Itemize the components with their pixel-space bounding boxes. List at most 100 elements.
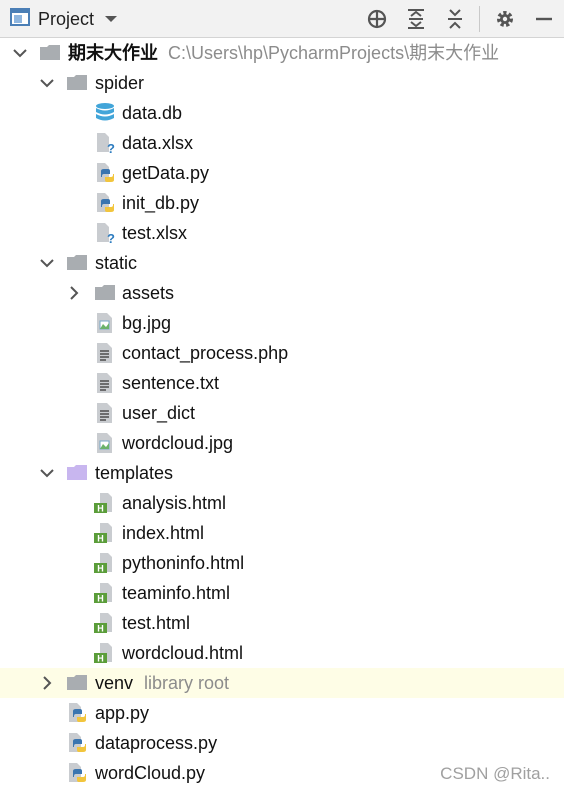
tree-file[interactable]: contact_process.php xyxy=(0,338,564,368)
folder-icon xyxy=(94,282,116,304)
tree-file[interactable]: H pythoninfo.html xyxy=(0,548,564,578)
svg-text:H: H xyxy=(97,564,104,574)
folder-icon xyxy=(39,42,61,64)
project-view-selector[interactable]: Project xyxy=(10,0,118,38)
html-file-icon: H xyxy=(94,492,116,514)
chevron-down-icon[interactable] xyxy=(12,38,28,68)
folder-icon xyxy=(66,672,88,694)
text-file-icon xyxy=(94,342,116,364)
tree-file[interactable]: sentence.txt xyxy=(0,368,564,398)
file-label: wordCloud.py xyxy=(95,763,206,783)
tree-file[interactable]: ? data.xlsx xyxy=(0,128,564,158)
tree-folder-static[interactable]: static xyxy=(0,248,564,278)
gear-icon[interactable] xyxy=(491,5,519,33)
file-label: app.py xyxy=(95,703,150,723)
minimize-icon[interactable] xyxy=(530,5,558,33)
tree-folder-venv[interactable]: venv library root xyxy=(0,668,564,698)
folder-label: venv xyxy=(95,673,134,693)
file-label: wordcloud.html xyxy=(122,643,244,663)
chevron-right-icon[interactable] xyxy=(66,278,82,308)
html-file-icon: H xyxy=(94,552,116,574)
project-tree: 期末大作业 C:\Users\hp\PycharmProjects\期末大作业 … xyxy=(0,38,564,788)
file-label: test.html xyxy=(122,613,191,633)
tree-file[interactable]: app.py xyxy=(0,698,564,728)
text-file-icon xyxy=(94,372,116,394)
python-file-icon xyxy=(66,702,88,724)
tree-file[interactable]: H teaminfo.html xyxy=(0,578,564,608)
image-file-icon xyxy=(94,312,116,334)
expand-all-icon[interactable] xyxy=(402,5,430,33)
file-label: index.html xyxy=(122,523,205,543)
file-label: dataprocess.py xyxy=(95,733,218,753)
folder-label: templates xyxy=(95,463,174,483)
tree-root[interactable]: 期末大作业 C:\Users\hp\PycharmProjects\期末大作业 xyxy=(0,38,564,68)
library-root-hint: library root xyxy=(144,673,230,693)
tree-file[interactable]: user_dict xyxy=(0,398,564,428)
project-toolbar: Project xyxy=(0,0,564,38)
tree-file[interactable]: dataprocess.py xyxy=(0,728,564,758)
html-file-icon: H xyxy=(94,522,116,544)
svg-text:H: H xyxy=(97,624,104,634)
html-file-icon: H xyxy=(94,642,116,664)
folder-icon xyxy=(66,72,88,94)
file-label: data.db xyxy=(122,103,183,123)
file-label: test.xlsx xyxy=(122,223,188,243)
file-label: init_db.py xyxy=(122,193,200,213)
svg-text:H: H xyxy=(97,654,104,664)
tree-file[interactable]: H index.html xyxy=(0,518,564,548)
dropdown-icon[interactable] xyxy=(104,14,118,24)
project-view-icon xyxy=(10,7,30,31)
svg-text:H: H xyxy=(97,594,104,604)
tree-file[interactable]: getData.py xyxy=(0,158,564,188)
unknown-file-icon: ? xyxy=(94,222,116,246)
tree-file[interactable]: init_db.py xyxy=(0,188,564,218)
tree-file[interactable]: wordCloud.py xyxy=(0,758,564,788)
file-label: teaminfo.html xyxy=(122,583,231,603)
file-label: user_dict xyxy=(122,403,196,423)
tree-file[interactable]: H analysis.html xyxy=(0,488,564,518)
tree-file[interactable]: H wordcloud.html xyxy=(0,638,564,668)
toolbar-separator xyxy=(479,6,480,32)
tree-root-label: 期末大作业 xyxy=(68,43,158,63)
folder-label: assets xyxy=(122,283,175,303)
folder-label: spider xyxy=(95,73,145,93)
tree-folder-assets[interactable]: assets xyxy=(0,278,564,308)
tree-file[interactable]: data.db xyxy=(0,98,564,128)
svg-text:H: H xyxy=(97,504,104,514)
svg-text:H: H xyxy=(97,534,104,544)
chevron-down-icon[interactable] xyxy=(39,248,55,278)
python-file-icon xyxy=(94,192,116,214)
database-icon xyxy=(94,102,116,124)
python-file-icon xyxy=(66,762,88,784)
folder-icon xyxy=(66,252,88,274)
locate-icon[interactable] xyxy=(363,5,391,33)
templates-folder-icon xyxy=(66,462,88,484)
image-file-icon xyxy=(94,432,116,454)
tree-folder-spider[interactable]: spider xyxy=(0,68,564,98)
tree-root-path: C:\Users\hp\PycharmProjects\期末大作业 xyxy=(168,43,500,63)
tree-folder-templates[interactable]: templates xyxy=(0,458,564,488)
chevron-down-icon[interactable] xyxy=(39,458,55,488)
file-label: data.xlsx xyxy=(122,133,194,153)
svg-text:?: ? xyxy=(107,231,115,244)
tree-file[interactable]: H test.html xyxy=(0,608,564,638)
file-label: pythoninfo.html xyxy=(122,553,245,573)
chevron-down-icon[interactable] xyxy=(39,68,55,98)
file-label: contact_process.php xyxy=(122,343,289,363)
collapse-all-icon[interactable] xyxy=(441,5,469,33)
html-file-icon: H xyxy=(94,612,116,634)
watermark: CSDN @Rita.. xyxy=(440,764,550,783)
file-label: analysis.html xyxy=(122,493,227,513)
svg-text:?: ? xyxy=(107,141,115,154)
panel-title: Project xyxy=(38,8,95,29)
unknown-file-icon: ? xyxy=(94,132,116,156)
file-label: bg.jpg xyxy=(122,313,172,333)
html-file-icon: H xyxy=(94,582,116,604)
folder-label: static xyxy=(95,253,138,273)
tree-file[interactable]: ? test.xlsx xyxy=(0,218,564,248)
chevron-right-icon[interactable] xyxy=(39,668,55,698)
text-file-icon xyxy=(94,402,116,424)
tree-file[interactable]: bg.jpg xyxy=(0,308,564,338)
tree-file[interactable]: wordcloud.jpg xyxy=(0,428,564,458)
python-file-icon xyxy=(66,732,88,754)
